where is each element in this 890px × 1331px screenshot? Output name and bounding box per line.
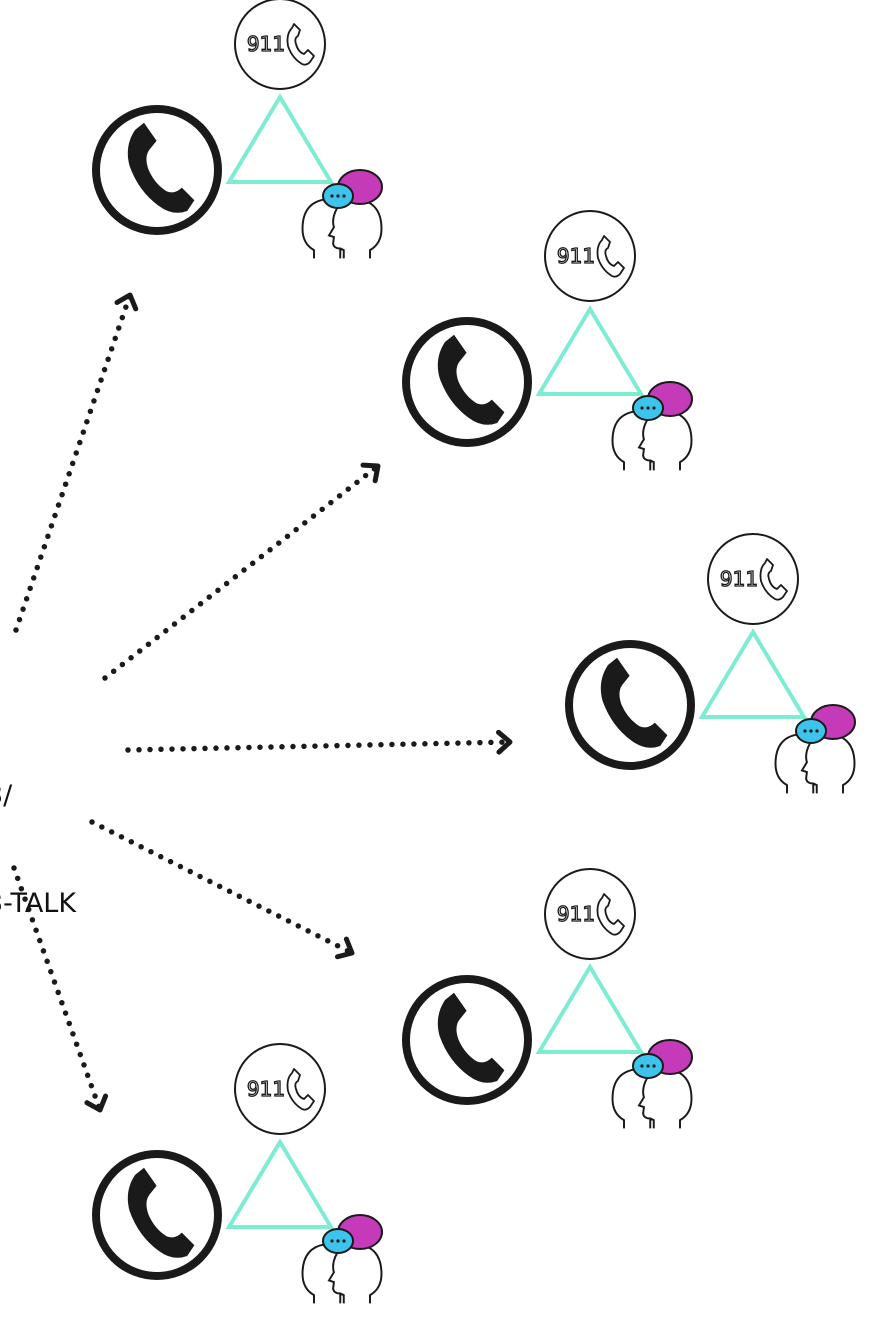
dotted-arrow-2 — [102, 462, 381, 681]
dotted-arrow-4 — [89, 819, 355, 960]
network-node-3: 911 — [565, 533, 856, 795]
handset-outline-icon — [759, 558, 788, 601]
emergency-label: 911 — [247, 1077, 285, 1101]
arrowhead-icon — [496, 729, 513, 755]
triangle-connector — [535, 963, 645, 1054]
phone-handset-icon — [565, 640, 695, 770]
911-phone-icon: 911 — [234, 1043, 326, 1135]
triangle-connector — [225, 1138, 335, 1229]
911-phone-icon: 911 — [234, 0, 326, 90]
dotted-arrow-3 — [125, 729, 513, 755]
center-label-line1: 3/ — [0, 780, 13, 811]
arrow-shaft — [102, 463, 381, 681]
network-node-1: 911 — [92, 0, 383, 260]
center-label: 3/ 3-TALK — [0, 706, 76, 994]
911-phone-icon: 911 — [707, 533, 799, 625]
arrowhead-icon — [84, 1093, 109, 1113]
handset-outline-icon — [286, 23, 315, 66]
arrow-shaft — [11, 865, 103, 1113]
two-people-talking-icon — [611, 1039, 693, 1130]
triangle-connector — [535, 305, 645, 396]
two-people-talking-icon — [774, 704, 856, 795]
handset-outline-icon — [596, 235, 625, 278]
emergency-label: 911 — [557, 244, 595, 268]
arrowhead-icon — [360, 462, 381, 484]
arrow-shaft — [89, 819, 355, 956]
network-node-5: 911 — [92, 1043, 383, 1305]
phone-handset-icon — [402, 975, 532, 1105]
network-node-2: 911 — [402, 210, 693, 472]
center-label-line2: 3-TALK — [0, 888, 77, 919]
arrowhead-icon — [114, 292, 139, 312]
phone-handset-icon — [402, 317, 532, 447]
911-phone-icon: 911 — [544, 210, 636, 302]
phone-handset-icon — [92, 1150, 222, 1280]
emergency-label: 911 — [557, 902, 595, 926]
handset-outline-icon — [596, 893, 625, 936]
arrow-shaft — [125, 739, 513, 753]
network-node-4: 911 — [402, 868, 693, 1130]
handset-outline-icon — [286, 1068, 315, 1111]
arrow-shaft — [13, 292, 133, 633]
dotted-arrow-1 — [13, 292, 139, 633]
two-people-talking-icon — [611, 381, 693, 472]
dotted-arrow-5 — [11, 865, 109, 1113]
emergency-label: 911 — [247, 32, 285, 56]
arrows-layer — [11, 292, 513, 1113]
two-people-talking-icon — [301, 1214, 383, 1305]
emergency-label: 911 — [720, 567, 758, 591]
triangle-connector — [225, 93, 335, 184]
nodes-layer: 911 911 911 911 911 — [92, 0, 856, 1305]
arrowhead-icon — [334, 936, 355, 960]
triangle-connector — [698, 628, 808, 719]
911-phone-icon: 911 — [544, 868, 636, 960]
phone-handset-icon — [92, 105, 222, 235]
two-people-talking-icon — [301, 169, 383, 260]
